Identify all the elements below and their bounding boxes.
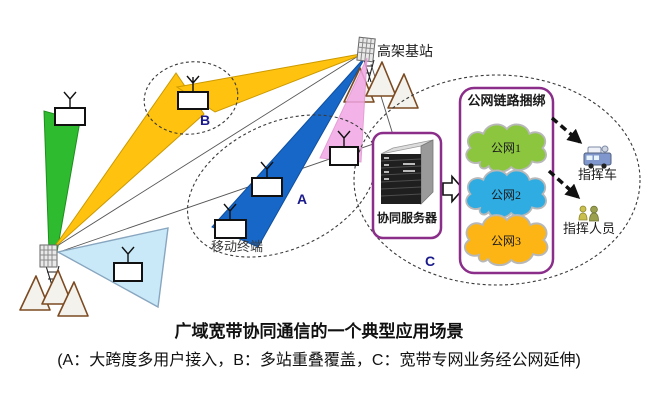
elevated-station-label: 高架基站 <box>377 45 433 60</box>
terminal-green-icon <box>54 91 86 126</box>
terminal-lightblue-icon <box>113 246 143 282</box>
mobile-terminal-label: 移动终端 <box>211 239 264 254</box>
elevated-base-station <box>343 36 419 109</box>
antenna-panel-icon <box>39 244 58 268</box>
antenna-panel-icon <box>356 36 376 63</box>
terminal-pink-icon <box>329 130 359 166</box>
terminal-b-icon <box>177 75 209 110</box>
terminal-a-upper-icon <box>251 161 283 197</box>
region-c-ellipse <box>353 74 641 286</box>
left-base-station <box>19 244 89 317</box>
region-b-label: B <box>200 112 211 128</box>
region-b-ellipse <box>143 61 239 135</box>
cloud-1-label: 公网1 <box>490 141 521 155</box>
command-staff-label: 指挥人员 <box>563 221 616 236</box>
server-rack-icon <box>380 139 434 205</box>
command-staff-icon <box>578 205 599 222</box>
cloud-3-label: 公网3 <box>490 234 521 248</box>
server-box <box>371 131 443 240</box>
region-a-label: A <box>297 191 308 207</box>
diagram-subtitle: (A：大跨度多用户接入，B：多站重叠覆盖，C：宽带专网业务经公网延伸) <box>57 352 581 369</box>
tower-icon <box>363 59 375 83</box>
server-label: 协同服务器 <box>376 211 437 225</box>
region-c-label: C <box>425 253 436 269</box>
command-vehicle-label: 指挥车 <box>578 167 618 182</box>
block-arrow-icon <box>442 174 465 204</box>
terminal-a-lower-icon <box>214 203 247 239</box>
bundle-box <box>458 86 555 275</box>
command-vehicle-icon <box>583 145 612 169</box>
dashed-arrow-to-vehicle <box>550 116 583 144</box>
diagram-title: 广域宽带协同通信的一个典型应用场景 <box>174 322 464 341</box>
terminals <box>54 75 359 282</box>
beam-green <box>43 110 81 253</box>
cloud-2-label: 公网2 <box>490 188 521 202</box>
dashed-arrow-to-staff <box>547 169 581 199</box>
bundle-title: 公网链路捆绑 <box>467 93 546 108</box>
